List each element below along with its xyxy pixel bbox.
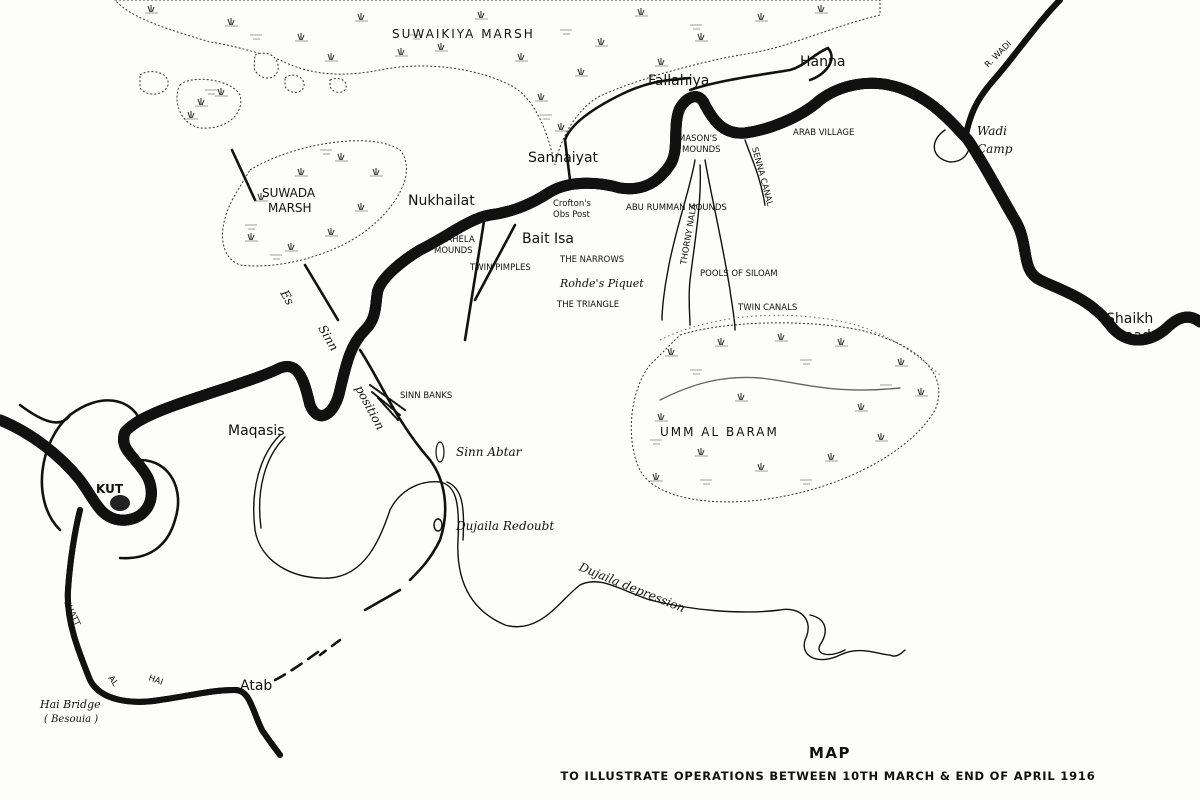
label-rohdes-piquet: Rohde's Piquet (559, 277, 644, 290)
label-saad: Saad (1116, 328, 1151, 344)
label-masons-1: MASON'S (678, 134, 717, 144)
map-labels: SUWAIKIYA MARSH SUWADA MARSH UMM AL BARA… (39, 27, 1153, 725)
map-title-block: MAP TO ILLUSTRATE OPERATIONS BETWEEN 10T… (560, 744, 1095, 783)
label-suwaikiya: SUWAIKIYA MARSH (392, 27, 535, 41)
label-sinn-banks: SINN BANKS (400, 391, 452, 401)
wadi-camp-works (933, 129, 970, 163)
label-dujaila-depression: Dujaila depression (576, 559, 687, 615)
label-the-triangle: THE TRIANGLE (556, 300, 619, 310)
tigris-river (0, 83, 1200, 520)
label-es: Es (277, 287, 297, 308)
label-besouia: ( Besouia ) (44, 714, 98, 725)
sinn-banks-works (369, 384, 445, 532)
map-subtitle: TO ILLUSTRATE OPERATIONS BETWEEN 10TH MA… (560, 769, 1095, 783)
label-senna-canal: SENNA CANAL (749, 146, 774, 207)
kut-town-marker (110, 495, 130, 511)
label-pools-of-siloam: POOLS OF SILOAM (700, 269, 778, 279)
label-the-narrows: THE NARROWS (559, 255, 624, 265)
label-twin-canals: TWIN CANALS (737, 303, 797, 313)
label-nukhailat: Nukhailat (408, 193, 475, 209)
suwaikiya-marsh (114, 0, 881, 166)
label-umm-al-baram: UMM AL BARAM (660, 425, 779, 439)
label-hai-bridge: Hai Bridge (39, 698, 101, 711)
map-title: MAP (809, 744, 851, 762)
label-wadi-camp-1: Wadi (977, 124, 1007, 138)
label-sinn-abtar: Sinn Abtar (456, 445, 523, 459)
label-suwada-2: MARSH (268, 201, 312, 215)
label-suwada-1: SUWADA (262, 186, 316, 200)
label-sinn: Sinn (315, 323, 341, 354)
label-wadi-camp-2: Camp (977, 142, 1013, 156)
label-abu-rumman: ABU RUMMAN MOUNDS (626, 203, 727, 213)
label-croftons-2: Obs Post (553, 210, 591, 220)
dujaila-depression (253, 434, 906, 661)
roads (230, 46, 833, 682)
label-arab-village: ARAB VILLAGE (793, 128, 854, 138)
label-dujaila-redoubt: Dujaila Redoubt (455, 519, 554, 533)
shatt-al-hai (68, 507, 283, 758)
label-fallahiya: Fallahiya (648, 73, 709, 89)
label-shaikh: Shaikh (1106, 311, 1153, 327)
label-al: AL (106, 674, 120, 689)
label-sannaiyat: Sannaiyat (528, 150, 599, 166)
label-hanna: Hanna (800, 54, 845, 70)
label-chahela-2: MOUNDS (434, 246, 473, 256)
label-atab: Atab (240, 678, 272, 694)
label-hai: HAI (147, 673, 164, 687)
label-maqasis: Maqasis (228, 423, 285, 439)
label-shatt: SHATT (61, 599, 82, 629)
label-chahela-1: CHAHELA (434, 235, 475, 245)
umm-al-baram-marsh (630, 322, 940, 503)
label-kut: KUT (96, 482, 124, 496)
label-croftons-1: Crofton's (553, 199, 592, 209)
kut-defence-lines (18, 399, 180, 560)
wadi-river (962, 0, 1063, 143)
label-masons-2: MOUNDS (682, 145, 721, 155)
label-bait-isa: Bait Isa (522, 231, 574, 247)
label-twin-pimples: TWIN PIMPLES (469, 263, 531, 273)
suwada-marsh (222, 140, 407, 267)
